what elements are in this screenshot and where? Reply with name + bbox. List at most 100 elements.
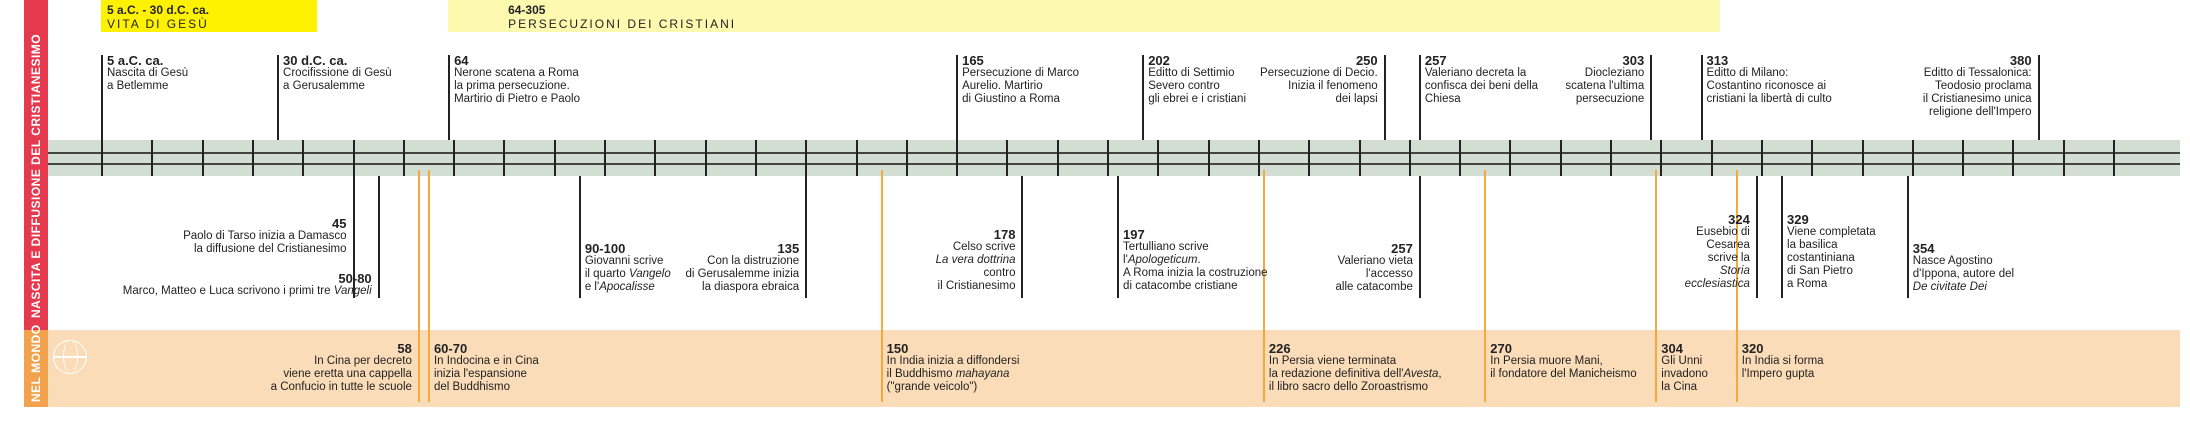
event-stem (1418, 176, 1421, 298)
axis-tick (754, 140, 757, 176)
axis-tick (503, 140, 506, 176)
event-text-line: In India inizia a diffondersi (886, 355, 1020, 367)
event-text-line: costantiniana (1787, 252, 1855, 264)
event-year: 90-100 (584, 241, 626, 256)
event-text-line: Persecuzione di Marco (962, 67, 1080, 79)
period-label-0: 5 a.C. - 30 d.C. ca.VITA DI GESÙ (107, 3, 209, 31)
world-side-bar (24, 330, 48, 407)
event-text-line: confisca dei beni della (1424, 80, 1539, 92)
christianity-side-bar (24, 0, 48, 330)
event-text-line: In Cina per decreto (314, 355, 412, 367)
event-text-line: Celso scrive (952, 241, 1016, 253)
event-text-line: l'Impero gupta (1741, 368, 1815, 380)
event-stem (1781, 176, 1784, 298)
axis-tick (1811, 140, 1814, 176)
event-year: 380 (2009, 53, 2032, 68)
christianity-side-label: NASCITA E DIFFUSIONE DEL CRISTIANESIMO (29, 33, 43, 318)
event-text-line: Giovanni scrive (584, 255, 664, 267)
event-text-line: scatena l'ultima (1565, 80, 1645, 92)
event-text-line: il fondatore del Manicheismo (1490, 368, 1637, 380)
event-text-line: la Cina (1661, 381, 1698, 393)
event-text-line: di San Pietro (1787, 265, 1853, 277)
event-stem (2037, 55, 2040, 140)
event-text-line: l'accesso (1365, 268, 1413, 280)
event-text-line: di Giustino a Roma (962, 93, 1060, 105)
event-text-line: il quarto Vangelo (584, 268, 671, 280)
event-text-line: Martirio di Pietro e Paolo (454, 93, 580, 105)
event-text-line: Editto di Settimio (1148, 67, 1235, 79)
axis-line-upper (48, 152, 2180, 154)
event-text-line: contro (983, 267, 1016, 279)
event-text-line: A Roma inizia la costruzione (1123, 267, 1268, 279)
axis-tick (704, 140, 707, 176)
event-text-line: inizia l'espansione (433, 368, 527, 380)
event-stem (578, 176, 581, 298)
event-year: 329 (1787, 212, 1809, 227)
event-year: 150 (886, 341, 909, 356)
time-axis (48, 140, 2180, 176)
period-years: 5 a.C. - 30 d.C. ca. (107, 3, 210, 17)
event-text-line: religione dell'Impero (1929, 106, 2032, 118)
event-text-line: Paolo di Tarso inizia a Damasco (183, 230, 347, 242)
event-text-line: la diffusione del Cristianesimo (193, 243, 347, 255)
event-text-line: scrive la (1707, 252, 1750, 264)
event-text-line: ("grande veicolo") (886, 381, 978, 393)
event-stem (1650, 55, 1653, 140)
event-year: 270 (1490, 341, 1512, 356)
event-stem (101, 55, 103, 140)
event-text-line: viene eretta una cappella (283, 368, 412, 380)
event-year: 324 (1728, 212, 1750, 227)
event-text-line: la basilica (1787, 239, 1838, 251)
event-text-line: gli ebrei e i cristiani (1148, 93, 1246, 105)
axis-tick (402, 140, 405, 176)
period-title: VITA DI GESÙ (107, 17, 209, 31)
event-text-line: il Buddhismo mahayana (886, 368, 1010, 380)
event-text-line: In Persia viene terminata (1268, 355, 1397, 367)
axis-tick (453, 140, 456, 176)
event-text-line: Chiesa (1424, 93, 1461, 105)
event-text-line: Marco, Matteo e Luca scrivono i primi tr… (122, 285, 372, 297)
event-year: 250 (1355, 53, 1378, 68)
axis-tick (1408, 140, 1411, 176)
event-year: 58 (397, 341, 412, 356)
event-stem (1383, 55, 1386, 140)
event-stem (448, 55, 451, 140)
event-year: 303 (1622, 53, 1645, 68)
event-text-line: ecclesiastica (1684, 278, 1750, 290)
world-event-stem (1262, 170, 1265, 402)
event-year: 354 (1912, 241, 1935, 256)
event-stem (805, 176, 808, 298)
event-text-line: Diocleziano (1584, 67, 1645, 79)
axis-tick (1157, 140, 1160, 176)
event-text-line: di catacombe cristiane (1123, 280, 1238, 292)
event-year: 304 (1661, 341, 1683, 356)
event-text-line: Inizia il fenomeno (1288, 80, 1378, 92)
axis-tick (805, 140, 808, 176)
event-stem (1700, 55, 1703, 140)
event-text-line: dei lapsi (1335, 93, 1378, 105)
event-stem (377, 176, 380, 298)
axis-tick (905, 140, 908, 176)
axis-tick (1308, 140, 1311, 176)
event-text-line: Aurelio. Martirio (962, 80, 1043, 92)
event-stem (1906, 176, 1909, 298)
axis-tick (2062, 140, 2065, 176)
axis-tick (855, 140, 858, 176)
period-bar-0 (101, 0, 318, 32)
axis-tick (1760, 140, 1763, 176)
axis-tick (251, 140, 254, 176)
axis-tick (302, 140, 305, 176)
